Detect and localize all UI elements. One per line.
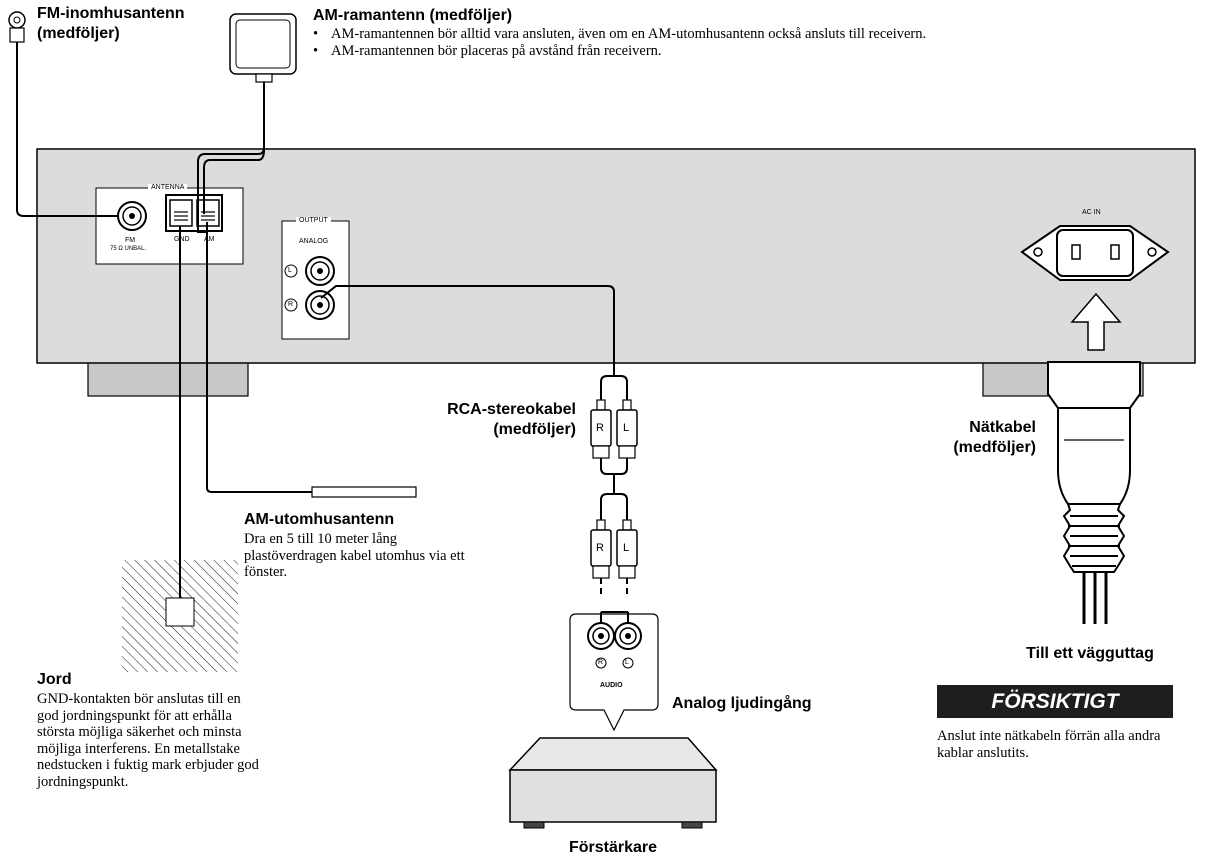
am-terminal-label: AM [204,236,215,243]
rca-plug-l-upper-label: L [623,422,630,434]
am-loop-bullet: AM-ramantennen bör placeras på avstånd f… [313,43,1193,60]
fm-antenna-plug [8,11,26,43]
ground-stake [165,597,195,627]
ac-inlet [1020,225,1170,281]
antenna-panel-label: ANTENNA [148,184,188,192]
power-cable-label-line2: (medföljer) [953,439,1036,456]
amp-l-mark: L [625,659,629,666]
fm-antenna-label: FM-inomhusantenn (medföljer) [37,4,185,44]
rca-plug-r-upper-label: R [596,422,604,434]
output-jack-right [305,290,335,320]
am-loop-wire-b [203,82,265,214]
analog-label: ANALOG [299,238,329,245]
fm-antenna-wire [16,42,118,217]
ac-in-label: AC IN [1082,209,1101,216]
rca-cable-label-line1: RCA-stereokabel [447,401,576,418]
amp-input-cable-link [600,611,629,623]
amp-r-marker [595,657,607,669]
power-cable-label-line1: Nätkabel [969,419,1036,436]
rca-cable-loop-bottom [600,493,628,520]
am-outdoor-cable-end [311,486,417,498]
rca-plug-l-lower [616,519,638,579]
rca-plug-r-upper [590,399,612,459]
am-outdoor-title: AM-utomhusantenn [244,511,395,528]
fm-antenna-label-line1: FM-inomhusantenn [37,5,185,22]
amp-input-jack-r [587,622,615,650]
rca-cable-label: RCA-stereokabel (medföljer) [380,400,576,440]
am-loop-title: AM-ramantenn (medföljer) [313,7,513,24]
am-loop-antenna [229,13,297,83]
rca-cable-loop-top [600,375,628,400]
rca-cable-wire [320,285,615,376]
am-outdoor-text: Dra en 5 till 10 meter lång plastöverdra… [244,531,465,580]
rca-cable-label-line2: (medföljer) [493,421,576,438]
wall-outlet-label: Till ett vägguttag [1026,645,1154,662]
right-channel-marker [284,298,298,312]
amp-audio-label: AUDIO [600,682,623,689]
receiver-foot-left [87,359,249,397]
rca-cable-join-top [600,458,628,475]
gnd-am-terminals [165,194,223,232]
gnd-terminal-label: GND [174,236,190,243]
amplifier-label: Förstärkare [568,839,658,856]
caution-text: Anslut inte nätkabeln förrän alla andra … [937,728,1161,761]
fm-jack-label: FM [125,237,136,244]
output-jack-left [305,256,335,286]
am-outdoor-wire [206,222,312,493]
rca-plug-l-lower-label: L [623,542,630,554]
power-plug [1047,361,1141,573]
amplifier-unit [508,737,718,829]
power-cable-label: Nätkabel (medföljer) [900,418,1036,458]
ground-title: Jord [37,671,72,688]
amp-r-mark: R [598,659,604,666]
ground-text: GND-kontakten bör anslutas till en god j… [37,691,259,790]
rca-plug-r-lower [590,519,612,579]
fm-jack-sublabel: 75 Ω UNBAL. [110,246,147,252]
rca-plug-l-upper [616,399,638,459]
caution-banner: FÖRSIKTIGT [937,685,1173,718]
am-loop-bullet: AM-ramantennen bör alltid vara ansluten,… [313,26,1193,43]
am-loop-bullets: AM-ramantennen bör alltid vara ansluten,… [313,26,1193,59]
amp-l-marker [622,657,634,669]
fm-antenna-label-line2: (medföljer) [37,25,120,42]
right-mark: R [288,301,294,308]
left-mark: L [288,267,292,274]
insert-arrow [1070,292,1122,351]
output-panel-label: OUTPUT [296,217,331,225]
amp-input-jack-l [614,622,642,650]
analog-input-label: Analog ljudingång [672,695,812,712]
fm-jack [117,201,147,231]
rca-plug-r-lower-label: R [596,542,604,554]
left-channel-marker [284,264,298,278]
